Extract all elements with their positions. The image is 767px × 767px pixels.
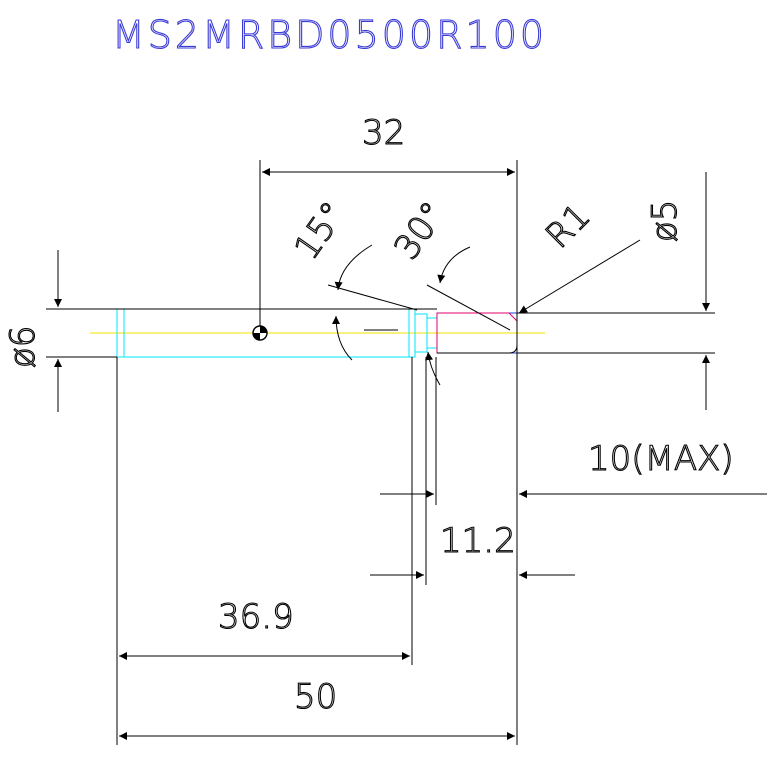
angle-arc-30 xyxy=(437,246,471,284)
angle-arc-30-lower xyxy=(425,351,441,386)
center-point-marker xyxy=(252,325,268,341)
dim-label-angle-30: 30° xyxy=(387,195,454,267)
dim-label-50: 50 xyxy=(294,677,337,717)
dim-label-r1: R1 xyxy=(538,196,598,256)
dim-label-36-9: 36.9 xyxy=(218,597,294,637)
leader-r1 xyxy=(518,239,641,314)
angle-arc-15 xyxy=(334,244,373,291)
dim-label-32: 32 xyxy=(362,113,405,153)
dim-label-phi6: ø6 xyxy=(3,326,43,368)
dim-label-angle-15: 15° xyxy=(287,195,354,267)
dim-label-11-2: 11.2 xyxy=(440,521,516,561)
extension-lines xyxy=(46,160,715,745)
dim-label-10max: 10(MAX) xyxy=(588,439,734,479)
dim-label-phi5: ø5 xyxy=(645,200,685,242)
body-outline xyxy=(117,308,518,354)
angle-arc-15-lower xyxy=(332,315,353,361)
part-number-title: MS2MRBD0500R100 xyxy=(112,13,547,57)
dimension-lines xyxy=(54,168,767,740)
